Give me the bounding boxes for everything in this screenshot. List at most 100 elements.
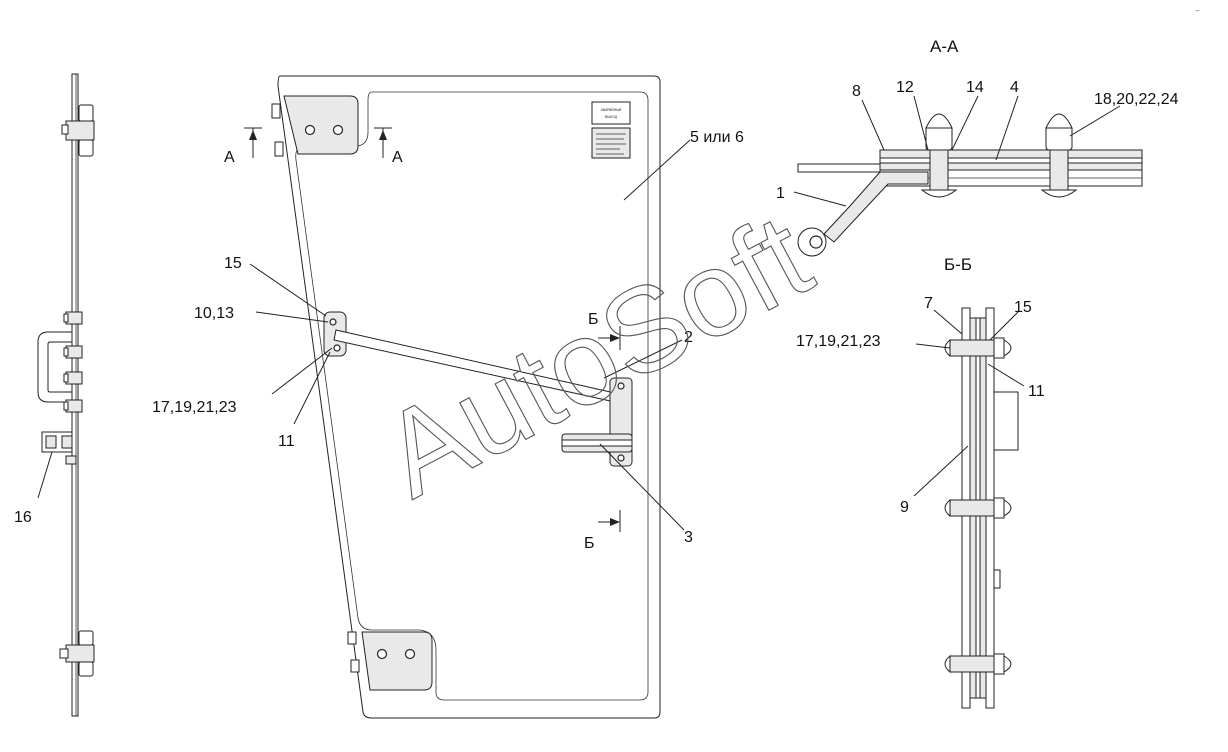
leader-14: [951, 95, 979, 151]
bb-nut-1: [1003, 339, 1012, 357]
aa-nut-2-cap: [1045, 113, 1073, 129]
callout-3: 3: [684, 529, 693, 546]
aa-bolt-1-head: [920, 189, 958, 198]
top-hinge-knuckle-2: [274, 141, 284, 157]
bb-nut-3: [1003, 655, 1012, 673]
section-mark-a-left: [244, 127, 262, 158]
bb-bolt-row-1: [949, 339, 995, 357]
leader-15-bb: [989, 311, 1019, 341]
callout-10-13: 10,13: [194, 305, 234, 322]
callout-15: 15: [224, 255, 242, 272]
callout-9: 9: [900, 499, 909, 516]
cut-label-a-left: А: [224, 149, 235, 166]
instruction-plate-lines: [596, 133, 626, 155]
aa-bolt-2: [1049, 149, 1069, 191]
side-latch: [41, 431, 77, 465]
side-door-panel: [71, 73, 79, 717]
aa-bolt-1: [929, 149, 949, 191]
bottom-hinge-knuckle-1: [347, 631, 357, 645]
bottom-hinge-plate: [361, 631, 433, 691]
callout-14: 14: [966, 79, 984, 96]
callout-2: 2: [684, 329, 693, 346]
corner-mark: ᵍᵐ: [1196, 9, 1199, 13]
leader-8: [861, 99, 885, 151]
bracket-left-hole-1: [329, 318, 337, 326]
bottom-hinge-hole-1: [376, 648, 388, 660]
aa-lever-1: [823, 171, 929, 243]
leader-9: [913, 445, 969, 497]
bracket-arm-groove: [561, 439, 633, 447]
leader-4: [995, 95, 1019, 161]
callout-7: 7: [924, 295, 933, 312]
callout-15-bb: 15: [1014, 299, 1032, 316]
aa-glass-layer-2: [879, 157, 1143, 164]
bb-side-block: [993, 391, 1019, 451]
callout-18-24: 18,20,22,24: [1094, 91, 1179, 108]
bb-bolt-row-2: [949, 499, 995, 517]
aa-nut-1-cap: [925, 113, 953, 129]
callout-1: 1: [776, 185, 785, 202]
leader-10-13: [255, 311, 329, 323]
door-inner-line: [295, 91, 649, 701]
bb-side-tab: [993, 569, 1001, 589]
callout-4: 4: [1010, 79, 1019, 96]
bb-nut-2: [1003, 499, 1012, 517]
bracket-left-hole-2: [333, 344, 341, 352]
top-hinge-hole-1: [304, 124, 316, 136]
section-mark-a-right: [374, 127, 392, 158]
section-bb-title: Б-Б: [944, 255, 972, 274]
callout-16: 16: [14, 509, 32, 526]
side-hinge-bottom: [59, 630, 95, 677]
aa-glass-layer-3: [879, 162, 1143, 171]
right-bracket-hole-1: [617, 382, 625, 390]
callout-11-left: 11: [278, 433, 295, 450]
callout-5-6: 5 или 6: [690, 129, 744, 146]
plate-text-1: АВАРИЙНЫЙ: [601, 107, 622, 112]
door-outline: [277, 75, 661, 719]
section-mark-b-bottom: [598, 510, 621, 532]
door-front-view: АВАРИЙНЫЙ ВЫХОД: [271, 75, 661, 719]
top-hinge-plate: [283, 95, 359, 155]
leader-11-left: [293, 351, 331, 425]
top-hinge-hole-2: [332, 124, 344, 136]
leader-18-24: [1069, 105, 1121, 137]
aa-bolt-2-head: [1040, 189, 1078, 198]
side-handle: [37, 331, 73, 403]
emergency-exit-plate: [591, 101, 631, 125]
bottom-hinge-knuckle-2: [350, 659, 360, 673]
cut-label-b-top: Б: [588, 311, 599, 328]
aa-door-edge: [797, 163, 881, 173]
callout-17-23-left: 17,19,21,23: [152, 399, 237, 416]
leader-12: [913, 95, 929, 151]
side-view: [37, 73, 95, 717]
leader-1: [793, 191, 847, 207]
section-mark-b-top: [598, 326, 621, 350]
callout-8: 8: [852, 83, 861, 100]
instruction-plate: [591, 127, 631, 159]
right-bracket-hole-2: [617, 454, 625, 462]
section-aa-view: [797, 113, 1143, 257]
plate-text-2: ВЫХОД: [605, 115, 618, 119]
aa-glass-layer-1: [879, 149, 1143, 159]
aa-nut-1-hex: [925, 125, 953, 151]
leader-3: [599, 443, 685, 531]
cut-label-a-right: А: [392, 149, 403, 166]
top-hinge-knuckle-1: [271, 103, 281, 119]
leader-5-6: [623, 139, 691, 201]
side-bracket-low: [63, 371, 83, 413]
section-aa-title: А-А: [930, 37, 959, 56]
aa-nut-2-hex: [1045, 125, 1073, 151]
leader-11-bb: [987, 363, 1025, 387]
leader-7: [933, 309, 963, 335]
bottom-hinge-hole-2: [404, 648, 416, 660]
section-bb-view: [944, 307, 1019, 709]
cut-label-b-bottom: Б: [584, 535, 595, 552]
leader-17-23-left: [271, 347, 333, 395]
callout-17-23-bb: 17,19,21,23: [796, 333, 881, 350]
callout-12: 12: [896, 79, 914, 96]
leader-2: [603, 339, 683, 379]
side-hinge-top: [61, 104, 95, 157]
aa-lever-eye-hole: [809, 235, 823, 249]
leader-16: [37, 451, 53, 499]
